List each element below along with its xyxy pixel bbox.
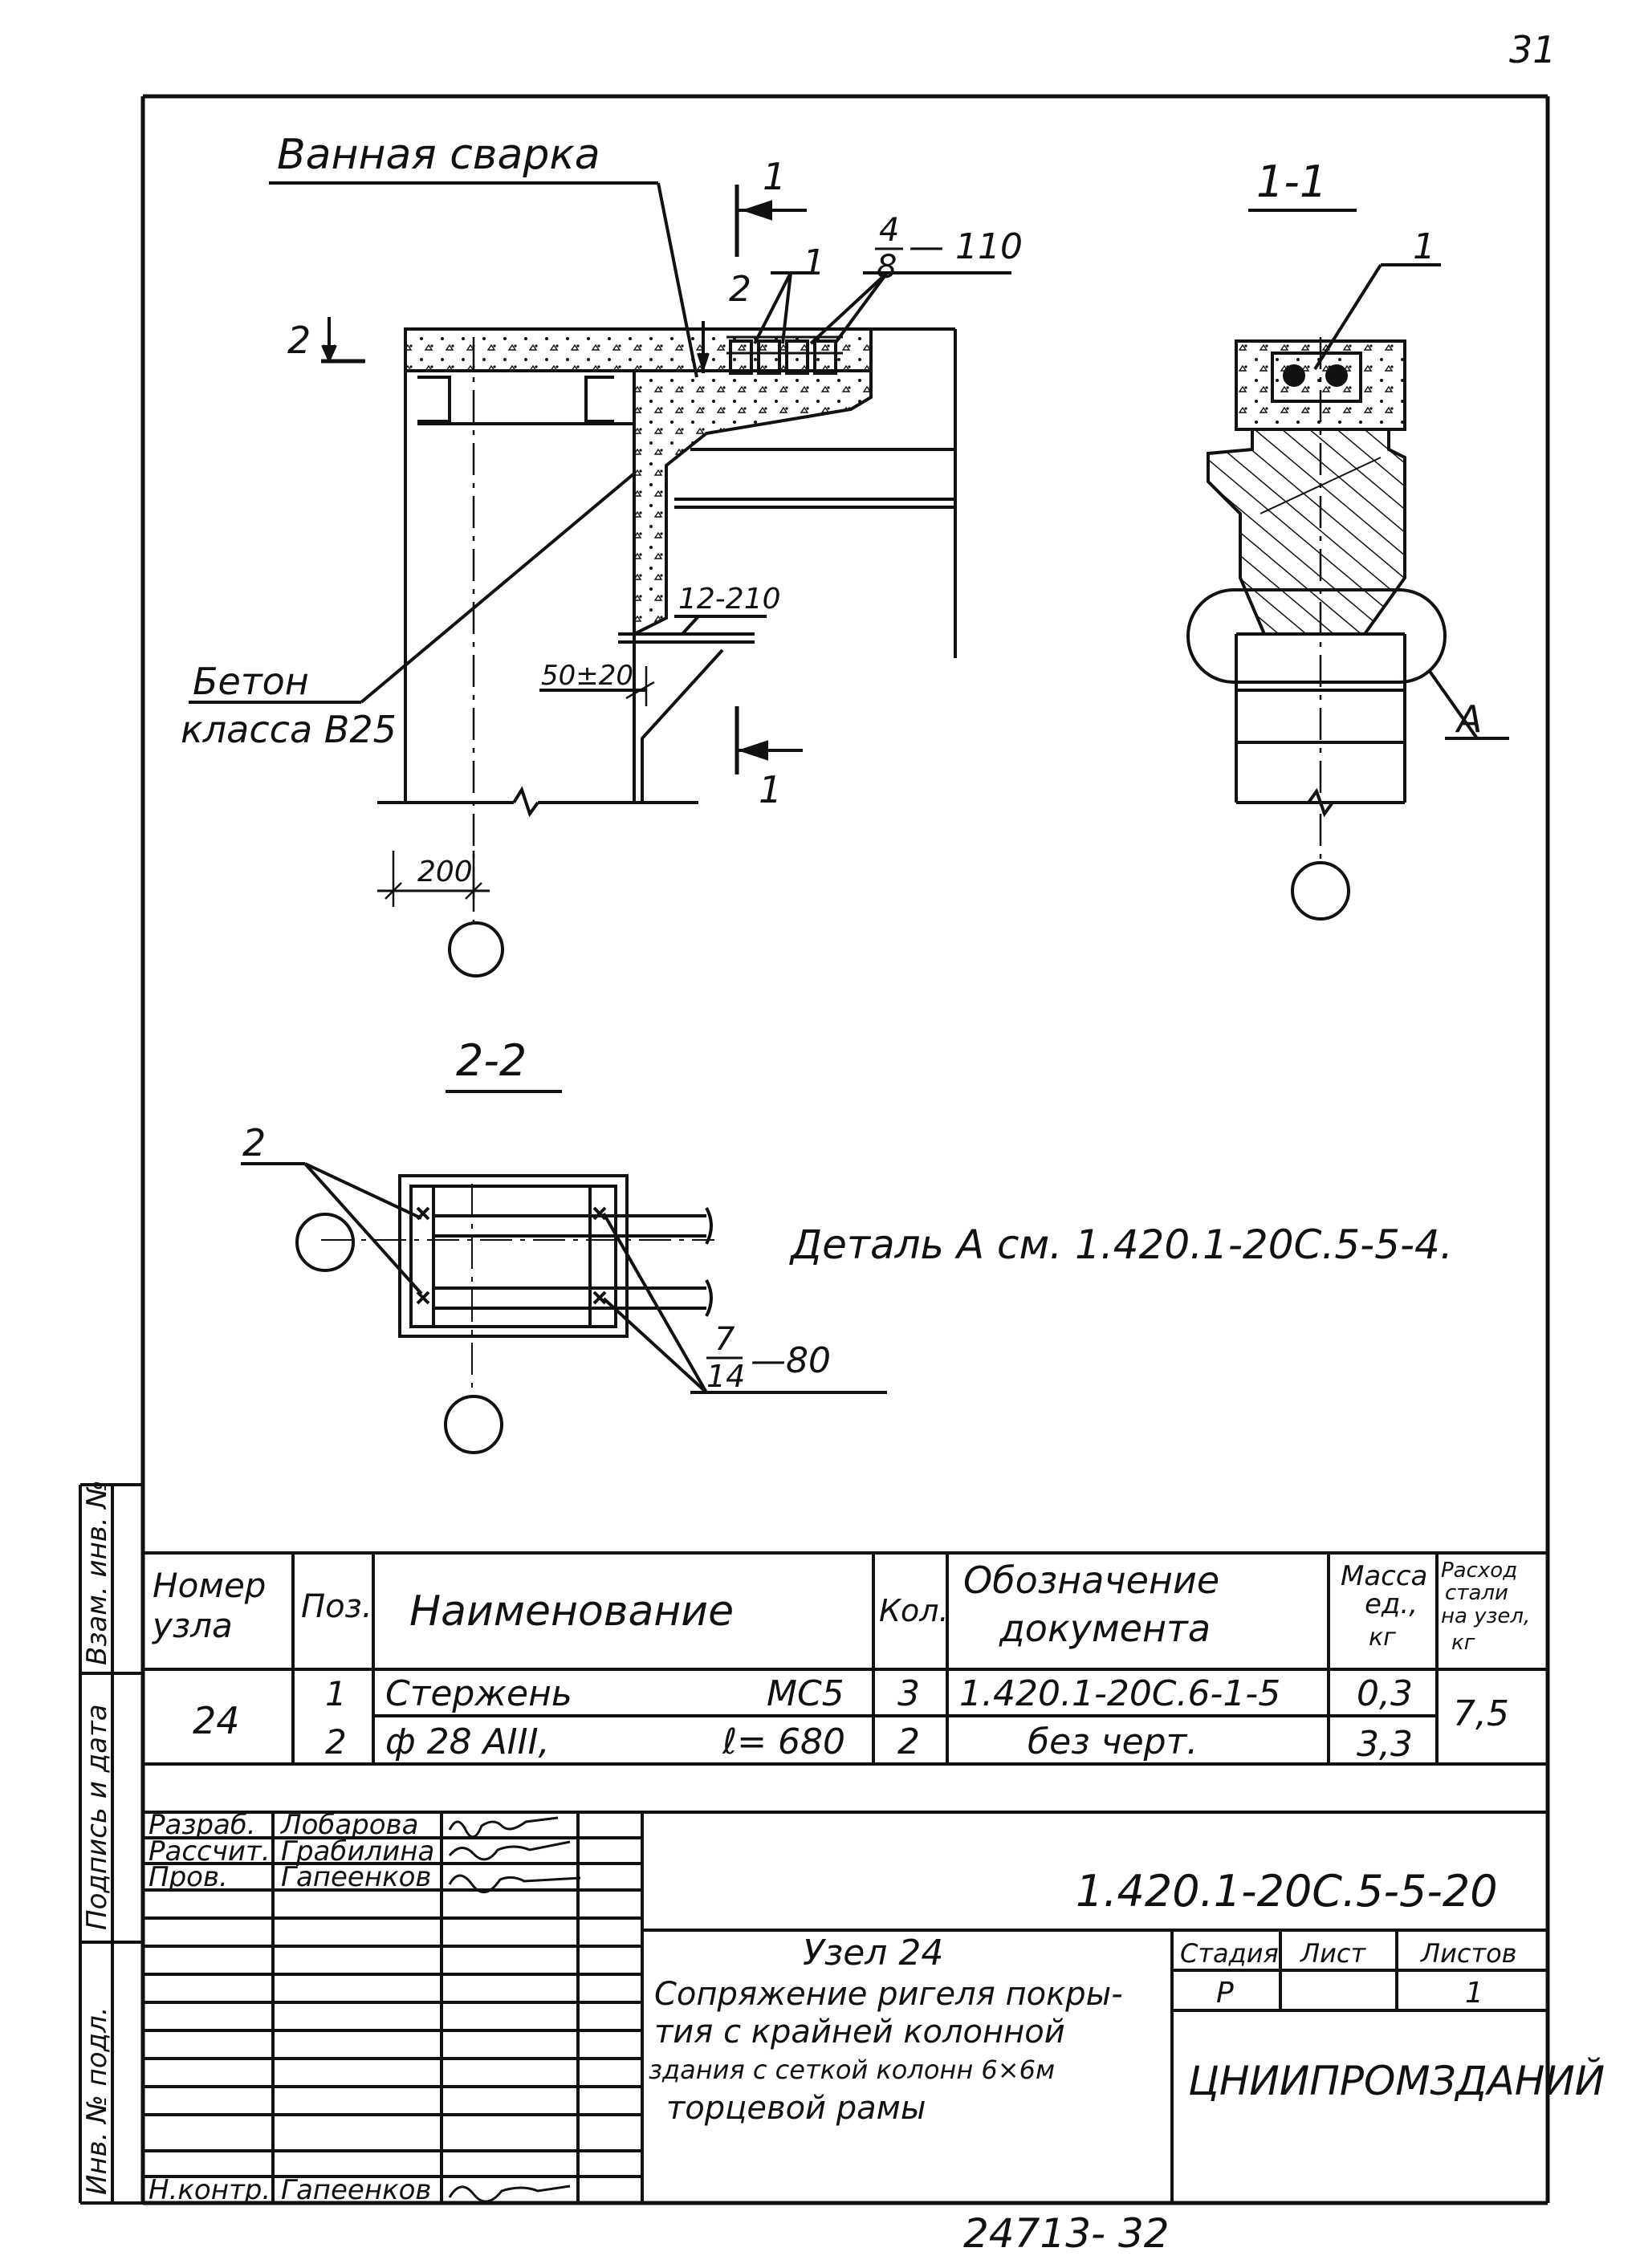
section-1-1-title: 1-1: [1256, 156, 1327, 207]
header-doc-line2: документа: [999, 1607, 1211, 1650]
section-1-1-view: [1186, 263, 1509, 921]
concrete-label-line2: класса В25: [181, 708, 397, 751]
concrete-label-line1: Бетон: [193, 660, 309, 703]
header-mass-line2: ед.,: [1365, 1588, 1418, 1620]
header-consumption-line3: на узел,: [1441, 1604, 1530, 1628]
row1-pos: 1: [325, 1674, 347, 1713]
section-2-2-view: [241, 1162, 887, 1454]
stamp-inv-repl: Взам. инв. №: [81, 1480, 113, 1665]
tb-title-line5: торцевой рамы: [666, 2090, 926, 2127]
elevation-view: [189, 181, 1011, 978]
spec-table-grid: [143, 1551, 1548, 1814]
header-node-line1: Номер: [153, 1566, 266, 1605]
weld-spec-top-len: — 110: [909, 226, 1023, 267]
section-2-2-pos2: 2: [242, 1121, 266, 1164]
tb-sheet-label: Лист: [1300, 1938, 1366, 1969]
header-consumption-line2: стали: [1445, 1581, 1508, 1605]
row2-mark: ℓ= 680: [722, 1721, 845, 1762]
weld-label: Ванная сварка: [277, 131, 600, 179]
section-1-1-pos1: 1: [1413, 226, 1435, 267]
tb-name-2: Гапеенков: [281, 1861, 431, 1893]
header-pos: Поз.: [301, 1588, 372, 1625]
tb-stage-value: Р: [1216, 1977, 1234, 2010]
tb-stage-label: Стадия: [1180, 1938, 1279, 1969]
cut-mark-2-left: 2: [287, 319, 311, 362]
tb-name-0: Лобарова: [279, 1809, 418, 1841]
cut-mark-2-weld: 2: [729, 269, 751, 310]
row1-qty: 3: [897, 1673, 920, 1714]
tb-sheets-value: 1: [1465, 1977, 1483, 2010]
tb-designation: 1.420.1-20С.5-5-20: [1076, 1866, 1498, 1916]
node-number: 24: [193, 1699, 240, 1742]
tb-role-0: Разраб.: [149, 1809, 256, 1841]
row1-mark: МС5: [767, 1673, 844, 1714]
side-stamp-grid: [79, 1483, 143, 2205]
tb-title-line3: тия с крайней колонной: [654, 2014, 1065, 2051]
stamp-sign-date: Подпись и дата: [81, 1704, 113, 1930]
row1-name: Стержень: [385, 1673, 572, 1714]
header-node-line2: узла: [151, 1606, 233, 1645]
weld-spec-mid: 12-210: [678, 583, 781, 616]
header-qty: Кол.: [879, 1593, 949, 1628]
row2-qty: 2: [897, 1721, 920, 1762]
row1-mass: 0,3: [1357, 1673, 1413, 1714]
row2-mass: 3,3: [1357, 1724, 1413, 1765]
row1-doc: 1.420.1-20С.6-1-5: [959, 1673, 1280, 1714]
sheet-frame: [140, 94, 1550, 2205]
cut-mark-1-top: 1: [763, 155, 786, 198]
dim-gap: 50±20: [541, 660, 633, 692]
row2-pos: 2: [325, 1722, 347, 1762]
weld-spec-top-num: 4: [879, 212, 899, 249]
row2-name: ф 28 АIII,: [385, 1721, 550, 1762]
tb-title-line2: Сопряжение ригеля покры-: [654, 1976, 1123, 2013]
detail-reference: Деталь А см. 1.420.1-20С.5-5-4.: [789, 1221, 1453, 1268]
archive-number: 24713- 32: [963, 2210, 1170, 2257]
tb-role-1: Рассчит.: [149, 1835, 271, 1868]
tb-role-3: Н.контр.: [149, 2174, 271, 2206]
tb-title-line4: здания с сеткой колонн 6×6м: [649, 2055, 1055, 2085]
header-consumption-line4: кг: [1451, 1631, 1475, 1655]
dim-200: 200: [417, 856, 473, 888]
pos1-mark: 1: [803, 242, 825, 283]
stamp-inv-orig: Инв. № подл.: [81, 2006, 113, 2195]
page-number: 31: [1509, 28, 1557, 71]
signatures: [448, 1816, 581, 2203]
header-mass-line1: Масса: [1341, 1560, 1427, 1592]
section-2-2-title: 2-2: [456, 1035, 527, 1086]
consumption-total: 7,5: [1453, 1693, 1509, 1734]
weld-spec-bottom-den: 14: [706, 1359, 745, 1394]
header-consumption-line1: Расход: [1441, 1559, 1517, 1583]
tb-sheets-label: Листов: [1420, 1938, 1517, 1969]
header-doc-line1: Обозначение: [963, 1559, 1219, 1602]
tb-role-2: Пров.: [149, 1861, 228, 1893]
tb-name-3: Гапеенков: [281, 2174, 431, 2206]
weld-spec-bottom-num: 7: [714, 1321, 735, 1358]
tb-title-line1: Узел 24: [803, 1933, 943, 1973]
header-name: Наименование: [409, 1587, 734, 1636]
title-block-grid: [143, 1812, 1548, 2203]
weld-spec-top-den: 8: [877, 249, 897, 286]
header-mass-line3: кг: [1369, 1624, 1396, 1652]
tb-name-1: Грабилина: [281, 1835, 434, 1868]
cut-mark-1-bottom: 1: [759, 768, 782, 811]
detail-a-mark: А: [1455, 697, 1482, 741]
weld-spec-bottom-len: —80: [751, 1340, 831, 1381]
row2-doc: без черт.: [1028, 1721, 1198, 1762]
tb-organization: ЦНИИПРОМЗДАНИЙ: [1188, 2057, 1605, 2104]
